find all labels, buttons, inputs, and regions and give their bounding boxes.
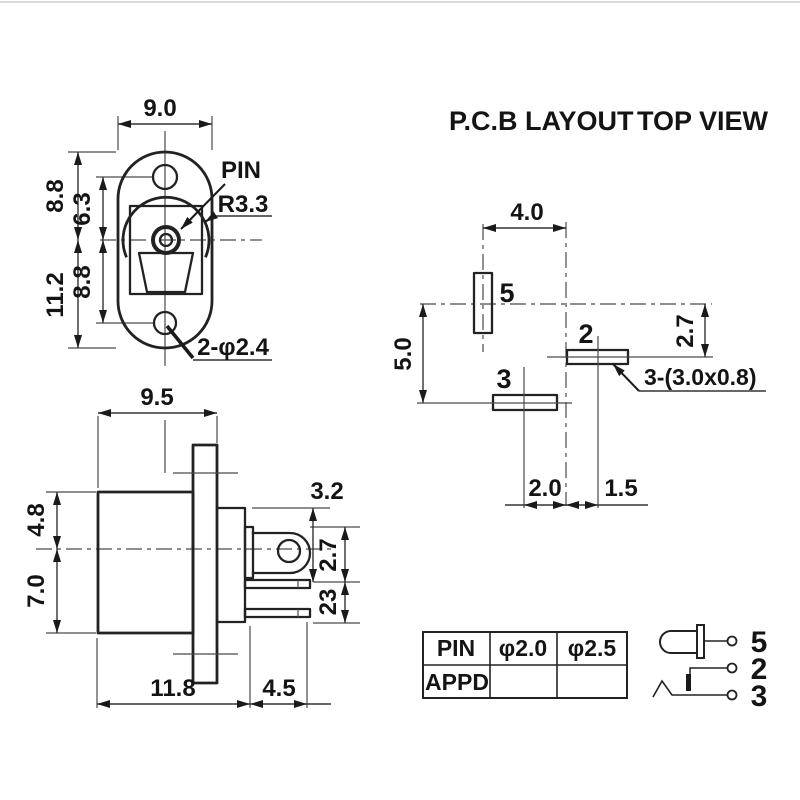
dim-front-left-inner-lower: 8.8 — [69, 265, 96, 298]
terminal-prong-upper — [243, 578, 312, 590]
dim-side-right-mid: 2.7 — [315, 538, 342, 571]
table-cell-dia20: φ2.0 — [499, 635, 547, 661]
dim-side-left-upper: 4.8 — [23, 503, 50, 536]
center-pin-hole — [158, 232, 174, 248]
terminal3-node — [726, 689, 738, 701]
wire-terminal2 — [689, 667, 727, 675]
rear-bracket — [215, 506, 247, 624]
dim-pcb-bottom-right: 1.5 — [604, 475, 637, 502]
pin-leader — [180, 183, 226, 230]
barrel-arc-r3-3 — [121, 195, 211, 258]
front-flange — [191, 443, 219, 685]
title-pcb-layout: P.C.B LAYOUT — [449, 106, 634, 136]
contact-trapezoid — [137, 251, 195, 294]
mount-hole-top — [151, 163, 179, 191]
table-cell-pin: PIN — [437, 635, 475, 661]
lug-hole — [276, 538, 302, 564]
title-top-view: TOP VIEW — [637, 106, 769, 136]
switch-contact-bar — [686, 674, 691, 691]
terminal-prong-lower — [243, 607, 312, 619]
dim-side-bottom-left: 11.8 — [150, 675, 195, 702]
mount-hole-bottom — [152, 310, 178, 336]
holes-leader — [165, 324, 195, 360]
center-pin-ring — [151, 225, 181, 255]
pad5-label: 5 — [499, 278, 514, 308]
title: P.C.B LAYOUT TOP VIEW — [449, 106, 769, 136]
jack-body — [96, 490, 195, 635]
terminal5-node — [726, 635, 738, 647]
dim-front-left-outer-upper: 8.8 — [42, 179, 69, 212]
radius-label: R3.3 — [218, 191, 269, 218]
dim-pcb-left: 5.0 — [390, 337, 417, 370]
dim-pcb-bottom-left: 2.0 — [528, 475, 561, 502]
pad-size-note: 3-(3.0x0.8) — [644, 364, 757, 390]
pin-base — [243, 525, 255, 580]
pin-label: PIN — [221, 157, 261, 184]
table-cell-dia25: φ2.5 — [568, 635, 617, 661]
dim-side-top-width: 9.5 — [140, 384, 173, 411]
dim-front-left-outer-lower: 11.2 — [42, 272, 69, 317]
wire-terminal3-spring — [652, 679, 727, 698]
dim-pcb-right: 2.7 — [672, 314, 699, 347]
radius-leader — [204, 211, 219, 223]
side-view: 9.5 4.8 7.0 3.2 2.7 23 — [23, 384, 360, 708]
pad3-label: 3 — [496, 364, 511, 394]
terminal5-label: 5 — [751, 626, 768, 659]
pin-table: PIN φ2.0 φ2.5 APPD — [422, 631, 628, 699]
pcb-layout-view: 5 2 3 4.0 5.0 2.7 3-(3.0x0.8) 2.0 1.5 — [390, 199, 766, 509]
holes-label: 2-φ2.4 — [197, 334, 270, 361]
plug-tip-bar — [696, 624, 705, 659]
dim-front-left-inner-upper: 6.3 — [69, 192, 96, 225]
jack-face-outline — [116, 150, 214, 350]
inner-frame — [128, 204, 204, 296]
dim-front-width: 9.0 — [143, 95, 176, 122]
center-pin-lug — [251, 531, 312, 575]
terminal3-label: 3 — [751, 680, 768, 713]
table-cell-appd: APPD — [425, 669, 489, 695]
pad-note-leader — [612, 363, 640, 392]
plug-barrel-symbol — [659, 630, 697, 654]
pad-5 — [472, 271, 494, 335]
dim-side-left-lower: 7.0 — [23, 574, 50, 607]
dim-pcb-top: 4.0 — [510, 199, 543, 226]
connection-schematic: 5 2 3 — [652, 624, 768, 713]
front-view: 9.0 8.8 11.2 6.3 8.8 PIN R3.3 2-φ2.4 — [42, 95, 272, 366]
pad2-label: 2 — [578, 319, 593, 349]
terminal2-node — [726, 662, 738, 674]
dim-side-bottom-right: 4.5 — [262, 675, 295, 702]
terminal2-label: 2 — [751, 653, 768, 686]
dim-side-right-low: 23 — [315, 589, 342, 616]
dim-side-right-top: 3.2 — [310, 478, 343, 505]
